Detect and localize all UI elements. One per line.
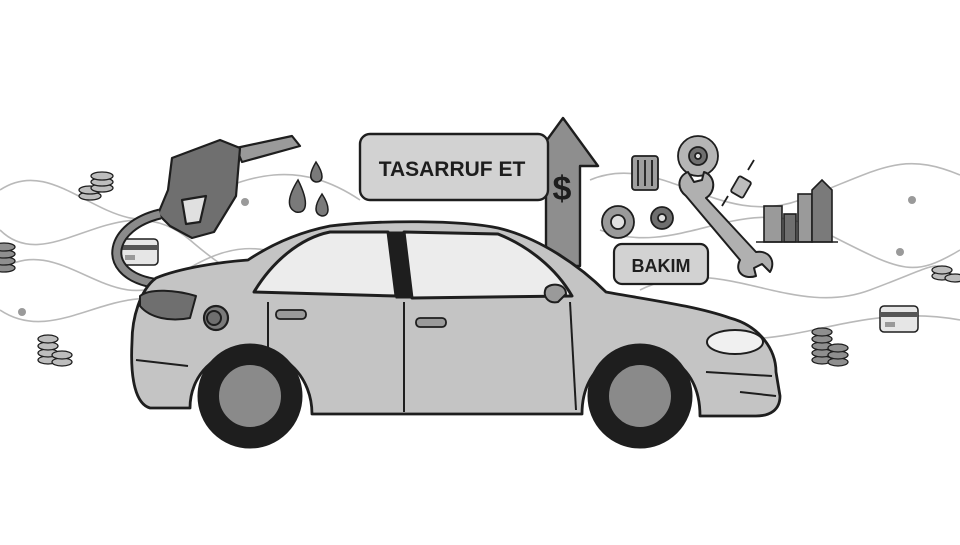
- filter-icon: [631, 155, 659, 191]
- maintenance-label: BAKIM: [632, 256, 691, 276]
- gear-icon: [601, 205, 635, 239]
- curve-dots: [18, 196, 916, 316]
- coin-stack-icon: [37, 334, 73, 367]
- city-skyline-icon: [756, 178, 838, 243]
- save-sign: TASARRUF ET: [358, 132, 550, 202]
- coin-stack-icon: [78, 171, 114, 201]
- front-wheel: [587, 343, 693, 449]
- dollar-icon: $: [553, 170, 572, 208]
- credit-card-icon: [119, 238, 159, 266]
- fuel-cap: [206, 310, 222, 326]
- gear-icon: [650, 206, 674, 230]
- coin-stack-icon: [931, 265, 960, 283]
- coin-stack-icon: [811, 327, 849, 367]
- coin-stack-icon: [0, 242, 16, 273]
- wrench-icon: [678, 171, 774, 278]
- rear-wheel: [197, 343, 303, 449]
- credit-card-icon: [879, 305, 919, 333]
- maintenance-sign: BAKIM: [612, 242, 710, 286]
- spark-plug-icon: [721, 159, 755, 207]
- brake-disc-icon: [677, 135, 719, 177]
- save-label: TASARRUF ET: [379, 158, 526, 181]
